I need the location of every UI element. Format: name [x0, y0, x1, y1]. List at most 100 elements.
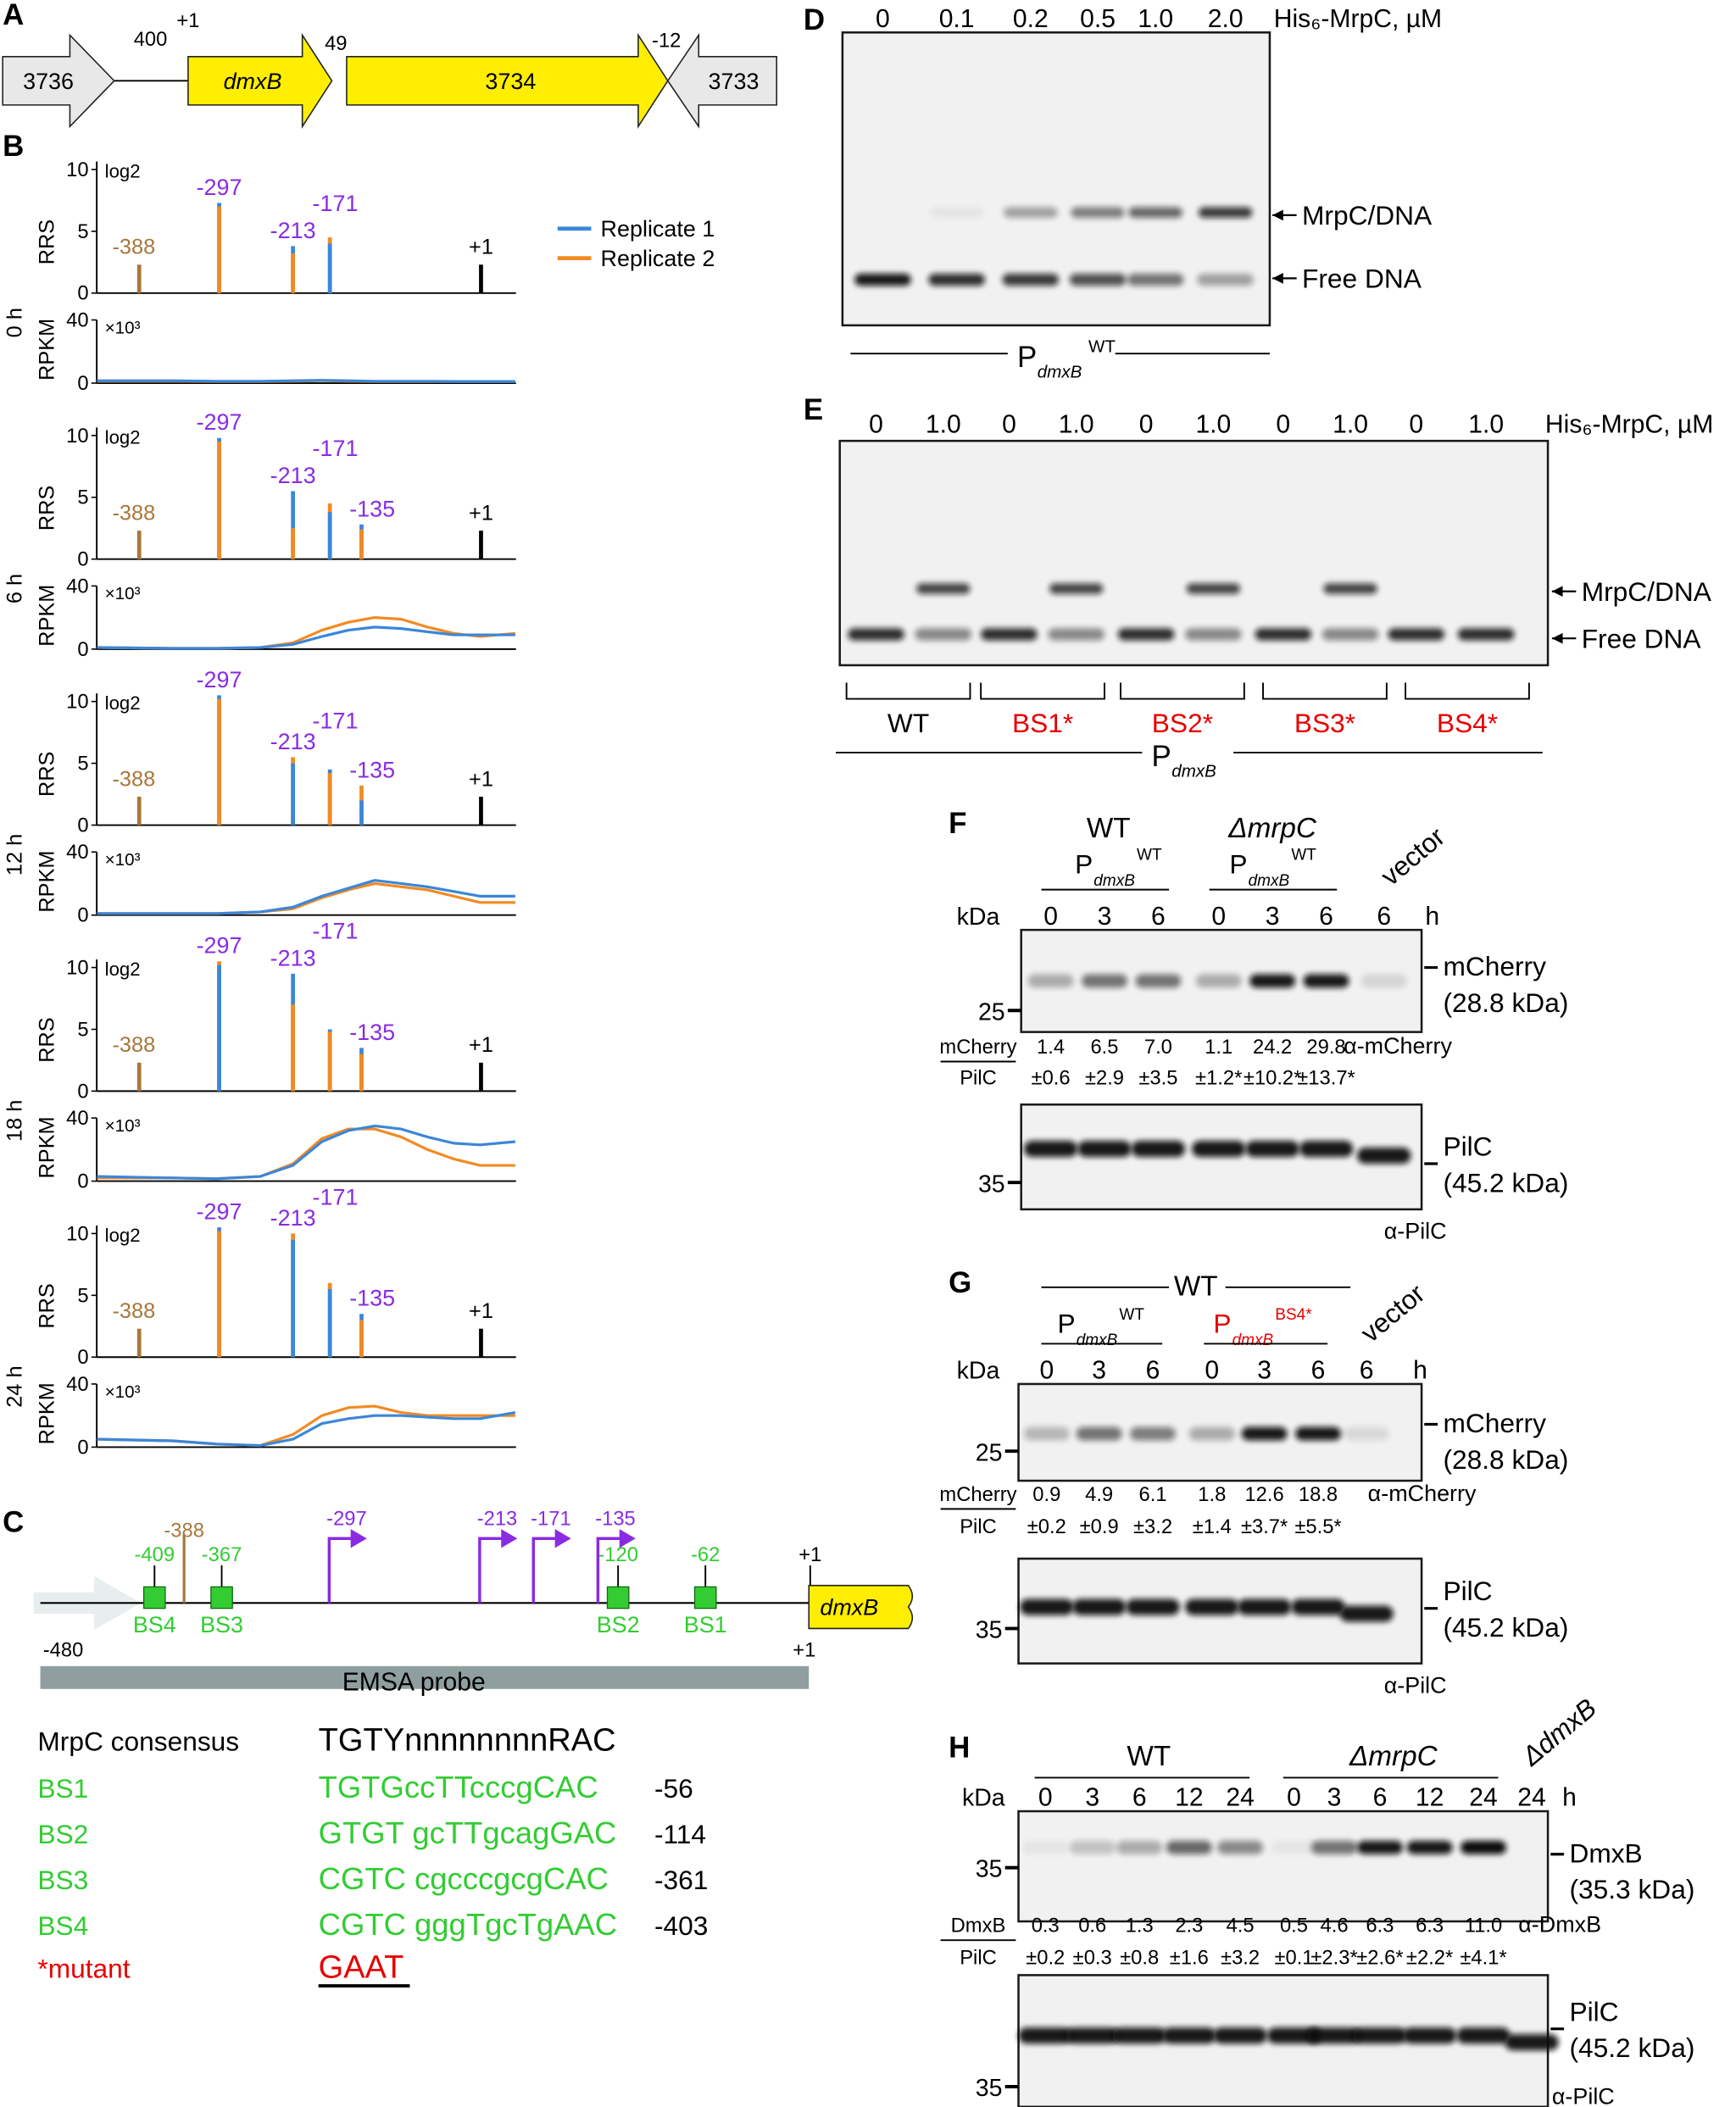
rpkm-line-rep1: [97, 879, 515, 915]
antibody-label: α-PilC: [1384, 1673, 1447, 1698]
target-band: [1461, 1840, 1506, 1854]
promoter-superscript: BS4*: [1275, 1306, 1312, 1324]
complex-label: MrpC/DNA: [1582, 576, 1712, 607]
time-label: 24: [1469, 1784, 1498, 1812]
free-dna-band: [1388, 628, 1445, 641]
ratio-error: ±0.1: [1274, 1947, 1313, 1970]
ratio-value: 24.2: [1253, 1036, 1292, 1059]
concentration-label: 1.0: [1195, 411, 1231, 439]
strain-label: WT: [1087, 813, 1131, 844]
loading-band: [1291, 1598, 1345, 1615]
probe-superscript: WT: [1088, 337, 1116, 357]
ratio-error: ±1.4: [1193, 1515, 1232, 1538]
ratio-error: ±0.9: [1080, 1515, 1119, 1538]
tick-label: 10: [66, 956, 88, 979]
tick-label: 10: [66, 691, 88, 714]
tick-label: 0: [77, 904, 88, 927]
time-label: 0: [1211, 903, 1226, 931]
unit-label: log2: [105, 692, 141, 714]
concentration-label: 0.2: [1013, 5, 1049, 33]
distance-label: -12: [652, 30, 681, 53]
group-bracket: [1120, 682, 1245, 700]
free-dna-band: [1321, 628, 1379, 641]
promoter-superscript: WT: [1137, 847, 1162, 864]
binding-site-box: [142, 1586, 166, 1609]
promoter-label: P: [1058, 1309, 1076, 1339]
site-position: -114: [654, 1819, 706, 1849]
peak-label: -135: [349, 496, 395, 521]
promoter-label: P: [1229, 849, 1247, 880]
tick-label: 0: [77, 1436, 88, 1459]
probe-label: EMSA probe: [342, 1668, 486, 1696]
time-label: 6: [1319, 903, 1333, 931]
ratio-value: 0.9: [1032, 1483, 1060, 1506]
target-band: [1130, 1426, 1176, 1441]
panel-label-e: E: [804, 393, 823, 426]
free-dna-band: [915, 628, 972, 641]
site-name: BS1: [684, 1612, 727, 1637]
strain-label: WT: [1127, 1741, 1171, 1772]
arrowhead-icon: [350, 1529, 367, 1548]
tick-label: 10: [66, 425, 88, 448]
tick-label: 5: [77, 486, 88, 509]
free-dna-band: [848, 628, 904, 641]
free-dna-band: [854, 273, 911, 286]
time-label: 6: [1151, 903, 1166, 931]
panel-label-a: A: [3, 0, 24, 31]
peak-label: -171: [313, 1184, 359, 1209]
target-band: [1166, 1840, 1212, 1854]
complex-band: [1198, 207, 1253, 219]
peak-label: -388: [112, 501, 155, 525]
loading-band: [1456, 2027, 1511, 2044]
tick-label: 10: [66, 1222, 88, 1245]
loading-mw: (45.2 kDa): [1443, 1167, 1568, 1198]
tick-label: 0: [77, 1346, 88, 1369]
vector-label: vector: [1375, 820, 1451, 891]
ratio-value: 1.1: [1205, 1036, 1232, 1059]
rpkm-line-rep2: [97, 881, 515, 915]
probe-label: P: [1151, 740, 1171, 773]
ratio-value: 4.5: [1227, 1915, 1255, 1937]
probe-subscript: dmxB: [1038, 363, 1082, 382]
unit-label: ×10³: [105, 1116, 141, 1136]
complex-band: [1186, 583, 1241, 594]
probe-end-label: +1: [793, 1639, 815, 1662]
target-band: [1356, 1840, 1403, 1854]
concentration-label: 1.0: [1468, 411, 1504, 439]
peak-label: -297: [197, 175, 242, 200]
gene-label: dmxB: [224, 69, 282, 94]
promoter-arrow: [596, 1537, 622, 1604]
ratio-error: ±5.5*: [1294, 1515, 1341, 1538]
mutant-sequence: GAAT: [319, 1950, 404, 1986]
concentration-label: 1.0: [1333, 411, 1368, 439]
promoter-label: P: [1075, 849, 1093, 880]
concentration-label: 0: [1002, 411, 1016, 439]
ratio-value: 18.8: [1299, 1483, 1338, 1506]
timepoint-label: 6 h: [3, 574, 26, 603]
time-unit: h: [1562, 1784, 1577, 1812]
tick-label: 40: [66, 575, 88, 598]
distance-label: 400: [134, 28, 168, 51]
ratio-value: 0.5: [1280, 1915, 1308, 1937]
ratio-value: 6.5: [1090, 1036, 1118, 1059]
loading-band: [1339, 1605, 1394, 1622]
time-label: 24: [1517, 1784, 1546, 1812]
loading-band: [1185, 1598, 1239, 1615]
consensus-label: MrpC consensus: [37, 1726, 239, 1757]
promoter-label: P: [1213, 1309, 1231, 1339]
panel-label-b: B: [3, 130, 24, 163]
target-band: [1406, 1840, 1453, 1854]
free-dna-band: [1048, 628, 1104, 641]
peak-label: +1: [469, 1299, 493, 1323]
loading-band: [1353, 2027, 1407, 2044]
panel-label-h: H: [949, 1732, 970, 1765]
peak-label: -171: [313, 708, 359, 733]
time-label: 6: [1377, 903, 1391, 931]
gene-arrow-3734: [346, 32, 669, 129]
ratio-error: ±2.3*: [1310, 1947, 1357, 1970]
concentration-label: 0: [876, 5, 890, 33]
free-dna-band: [1127, 273, 1184, 286]
binding-site-box: [606, 1586, 630, 1609]
